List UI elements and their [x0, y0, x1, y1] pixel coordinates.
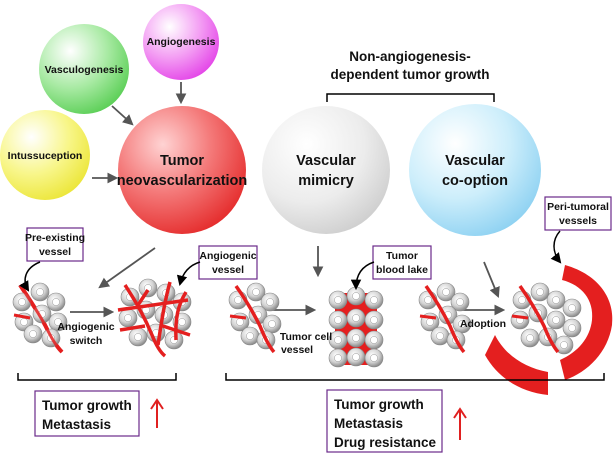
svg-text:Non-angiogenesis-: Non-angiogenesis-: [349, 49, 471, 64]
svg-text:Tumor growth: Tumor growth: [42, 398, 132, 413]
non-angiogenesis-header: Non-angiogenesis- dependent tumor growth: [326, 49, 495, 102]
svg-text:Drug resistance: Drug resistance: [334, 435, 437, 450]
cluster-angiogenic: [117, 278, 192, 358]
cluster-pre-existing: [12, 282, 68, 354]
svg-text:Tumor: Tumor: [160, 153, 204, 169]
svg-text:Tumor cell: Tumor cell: [280, 331, 332, 343]
up-arrow-right: [453, 407, 467, 440]
left-bracket: [17, 373, 177, 381]
svg-text:mimicry: mimicry: [298, 173, 354, 189]
cluster-pre-cooption: [418, 282, 472, 354]
svg-text:neovascularization: neovascularization: [117, 173, 248, 189]
svg-text:dependent tumor growth: dependent tumor growth: [331, 67, 490, 82]
callout-peri-tumoral-vessels: Peri-tumoral vessels: [544, 196, 612, 264]
svg-text:Vasculogenesis: Vasculogenesis: [45, 64, 124, 76]
svg-text:Vascular: Vascular: [445, 153, 505, 169]
cluster-pre-mimicry: [228, 282, 282, 354]
label-angiogenic-switch: Angiogenic switch: [57, 321, 114, 347]
callout-pre-existing-vessel: Pre-existing vessel: [19, 227, 85, 292]
svg-text:Angiogenic: Angiogenic: [57, 321, 114, 333]
svg-text:Intussuception: Intussuception: [8, 150, 83, 162]
angiogenesis-circle: Angiogenesis: [143, 4, 219, 80]
intussuception-circle: Intussuception: [0, 110, 90, 200]
svg-text:vessel: vessel: [281, 344, 313, 356]
label-adoption: Adoption: [460, 318, 506, 330]
tumor-neovascularization-circle: Tumor neovascularization: [117, 106, 248, 234]
vascular-cooption-circle: Vascular co-option: [409, 104, 541, 236]
callout-tumor-blood-lake: Tumor blood lake: [350, 245, 432, 291]
svg-text:Angiogenic: Angiogenic: [199, 250, 256, 262]
input-arrows: [70, 82, 506, 318]
svg-text:vessel: vessel: [39, 246, 71, 258]
cluster-cooption: [485, 265, 613, 395]
svg-text:switch: switch: [70, 335, 103, 347]
right-bracket: [225, 373, 605, 381]
svg-text:Vascular: Vascular: [296, 153, 356, 169]
svg-text:Metastasis: Metastasis: [334, 416, 403, 431]
svg-text:Peri-tumoral: Peri-tumoral: [547, 201, 609, 213]
svg-text:Angiogenesis: Angiogenesis: [147, 36, 216, 48]
svg-text:Metastasis: Metastasis: [42, 417, 111, 432]
label-tumor-cell-vessel: Tumor cell vessel: [280, 331, 332, 356]
header-bracket: [326, 93, 495, 102]
svg-text:Tumor growth: Tumor growth: [334, 397, 424, 412]
svg-text:Pre-existing: Pre-existing: [25, 232, 85, 244]
svg-text:vessels: vessels: [559, 215, 597, 227]
up-arrow-left: [150, 398, 164, 428]
outcome-left: Tumor growth Metastasis: [34, 390, 140, 437]
svg-text:blood lake: blood lake: [376, 264, 428, 276]
callout-angiogenic-vessel: Angiogenic vessel: [176, 245, 258, 287]
outcome-right: Tumor growth Metastasis Drug resistance: [326, 389, 443, 453]
vasculogenesis-circle: Vasculogenesis: [39, 24, 129, 114]
svg-text:vessel: vessel: [212, 264, 244, 276]
svg-text:Tumor: Tumor: [386, 250, 418, 262]
svg-text:co-option: co-option: [442, 173, 508, 189]
vascular-mimicry-circle: Vascular mimicry: [262, 106, 390, 234]
cluster-mimicry: [328, 286, 384, 368]
